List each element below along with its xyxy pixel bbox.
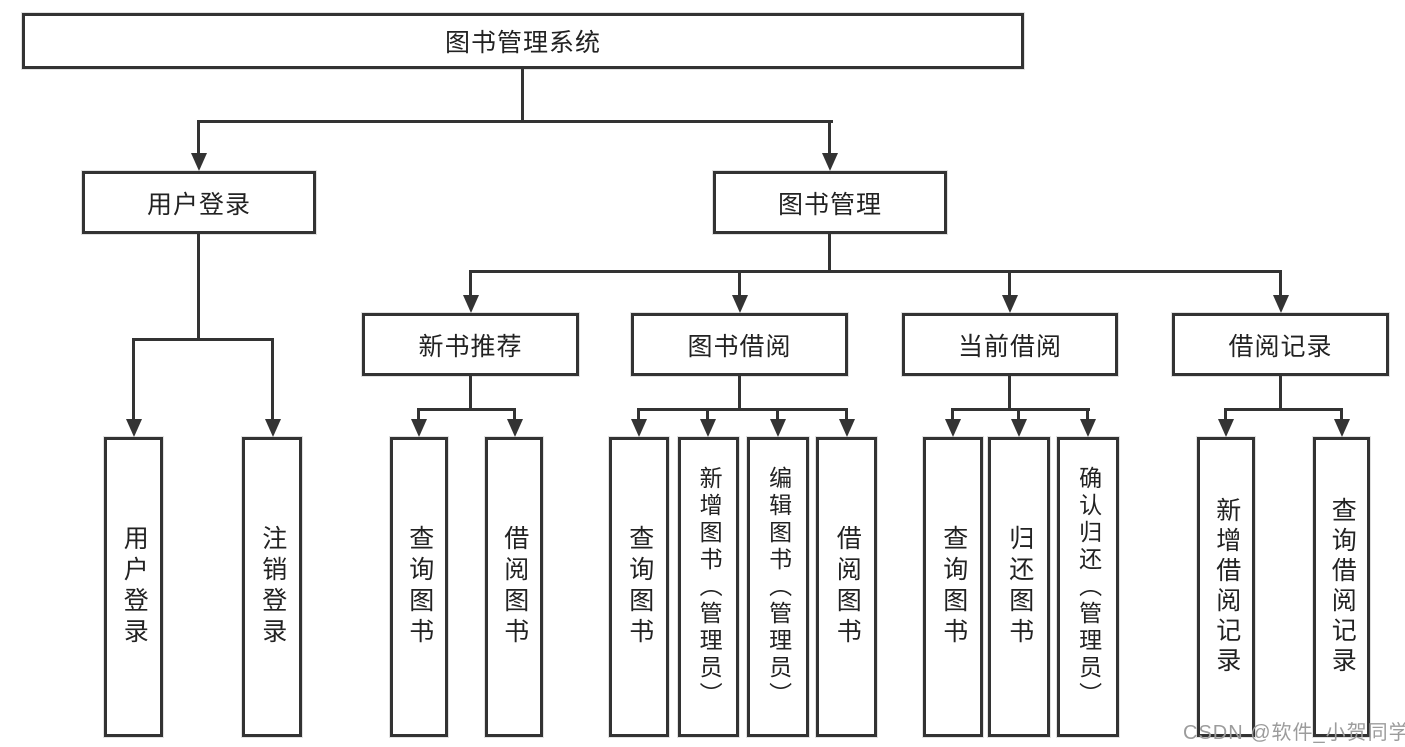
node-user-login-label: 用户登录: [146, 190, 251, 219]
leaf-recommend-borrow-books: 借阅图书: [485, 437, 543, 737]
leaf-add-borrow-record-label: 新增借阅记录: [1212, 497, 1241, 677]
connector-line: [637, 408, 848, 411]
connector-arrowhead: [839, 419, 855, 437]
leaf-borrowing-query-books-label: 查询图书: [625, 525, 654, 649]
node-library-system: 图书管理系统: [22, 13, 1024, 69]
connector-arrowhead: [463, 295, 479, 313]
leaf-add-books-admin: 新增图书（管理员）: [678, 437, 739, 737]
leaf-borrow-books: 借阅图书: [816, 437, 877, 737]
connector-line: [828, 120, 831, 153]
leaf-current-query-books: 查询图书: [923, 437, 983, 737]
node-new-book-recommend: 新书推荐: [362, 313, 579, 376]
connector-line: [738, 376, 741, 408]
watermark: CSDN @软件_小贺同学: [1183, 722, 1405, 744]
connector-line: [1279, 270, 1282, 295]
leaf-add-books-admin-label: 新增图书（管理员）: [696, 465, 723, 709]
connector-arrowhead: [822, 153, 838, 171]
node-borrowing-records-label: 借阅记录: [1228, 332, 1333, 361]
connector-line: [469, 270, 472, 295]
leaf-borrow-books-label: 借阅图书: [833, 525, 862, 649]
leaf-query-borrow-record-label: 查询借阅记录: [1328, 497, 1357, 677]
leaf-user-login: 用户登录: [104, 437, 163, 737]
node-book-management: 图书管理: [713, 171, 947, 234]
leaf-logout: 注销登录: [242, 437, 302, 737]
connector-line: [845, 408, 848, 419]
connector-line: [706, 408, 709, 419]
connector-arrowhead: [770, 419, 786, 437]
connector-line: [469, 376, 472, 408]
node-current-borrowing: 当前借阅: [902, 313, 1118, 376]
node-new-book-recommend-label: 新书推荐: [418, 332, 523, 361]
connector-line: [1086, 408, 1089, 419]
leaf-confirm-return-admin-label: 确认归还（管理员）: [1075, 465, 1102, 709]
connector-arrowhead: [1273, 295, 1289, 313]
leaf-logout-label: 注销登录: [258, 525, 287, 649]
connector-arrowhead: [732, 295, 748, 313]
connector-arrowhead: [945, 419, 961, 437]
connector-line: [132, 338, 135, 419]
connector-line: [738, 270, 741, 295]
connector-line: [1008, 376, 1011, 408]
connector-arrowhead: [1334, 419, 1350, 437]
connector-line: [951, 408, 954, 419]
connector-arrowhead: [700, 419, 716, 437]
node-book-management-label: 图书管理: [777, 190, 882, 219]
connector-arrowhead: [126, 419, 142, 437]
leaf-return-books: 归还图书: [988, 437, 1050, 737]
connector-line: [828, 234, 831, 270]
leaf-recommend-borrow-books-label: 借阅图书: [500, 525, 529, 649]
leaf-confirm-return-admin: 确认归还（管理员）: [1057, 437, 1119, 737]
connector-arrowhead: [1002, 295, 1018, 313]
connector-line: [637, 408, 640, 419]
connector-line: [469, 270, 1282, 273]
node-book-borrowing: 图书借阅: [631, 313, 848, 376]
node-user-login: 用户登录: [82, 171, 316, 234]
connector-line: [1224, 408, 1227, 419]
connector-line: [1017, 408, 1020, 419]
connector-line: [776, 408, 779, 419]
node-current-borrowing-label: 当前借阅: [957, 332, 1062, 361]
leaf-recommend-query-books: 查询图书: [390, 437, 448, 737]
connector-arrowhead: [507, 419, 523, 437]
node-library-system-label: 图书管理系统: [444, 29, 601, 57]
connector-arrowhead: [411, 419, 427, 437]
connector-line: [1340, 408, 1343, 419]
leaf-return-books-label: 归还图书: [1005, 525, 1034, 649]
connector-line: [197, 120, 200, 153]
leaf-edit-books-admin-label: 编辑图书（管理员）: [765, 465, 792, 709]
connector-line: [271, 338, 274, 419]
connector-arrowhead: [265, 419, 281, 437]
connector-line: [197, 234, 200, 338]
connector-line: [521, 69, 524, 120]
connector-line: [1279, 376, 1282, 408]
connector-line: [132, 338, 274, 341]
connector-line: [197, 120, 833, 123]
leaf-recommend-query-books-label: 查询图书: [405, 525, 434, 649]
connector-line: [1008, 270, 1011, 295]
connector-arrowhead: [1218, 419, 1234, 437]
leaf-query-borrow-record: 查询借阅记录: [1313, 437, 1370, 737]
connector-arrowhead: [631, 419, 647, 437]
connector-line: [1224, 408, 1343, 411]
connector-arrowhead: [191, 153, 207, 171]
connector-arrowhead: [1011, 419, 1027, 437]
leaf-user-login-label: 用户登录: [120, 525, 149, 649]
connector-line: [513, 408, 516, 419]
node-book-borrowing-label: 图书借阅: [687, 332, 792, 361]
leaf-add-borrow-record: 新增借阅记录: [1197, 437, 1255, 737]
leaf-borrowing-query-books: 查询图书: [609, 437, 669, 737]
connector-line: [951, 408, 1090, 411]
connector-line: [417, 408, 516, 411]
leaf-edit-books-admin: 编辑图书（管理员）: [747, 437, 809, 737]
leaf-current-query-books-label: 查询图书: [939, 525, 968, 649]
connector-line: [417, 408, 420, 419]
node-borrowing-records: 借阅记录: [1172, 313, 1389, 376]
connector-arrowhead: [1080, 419, 1096, 437]
